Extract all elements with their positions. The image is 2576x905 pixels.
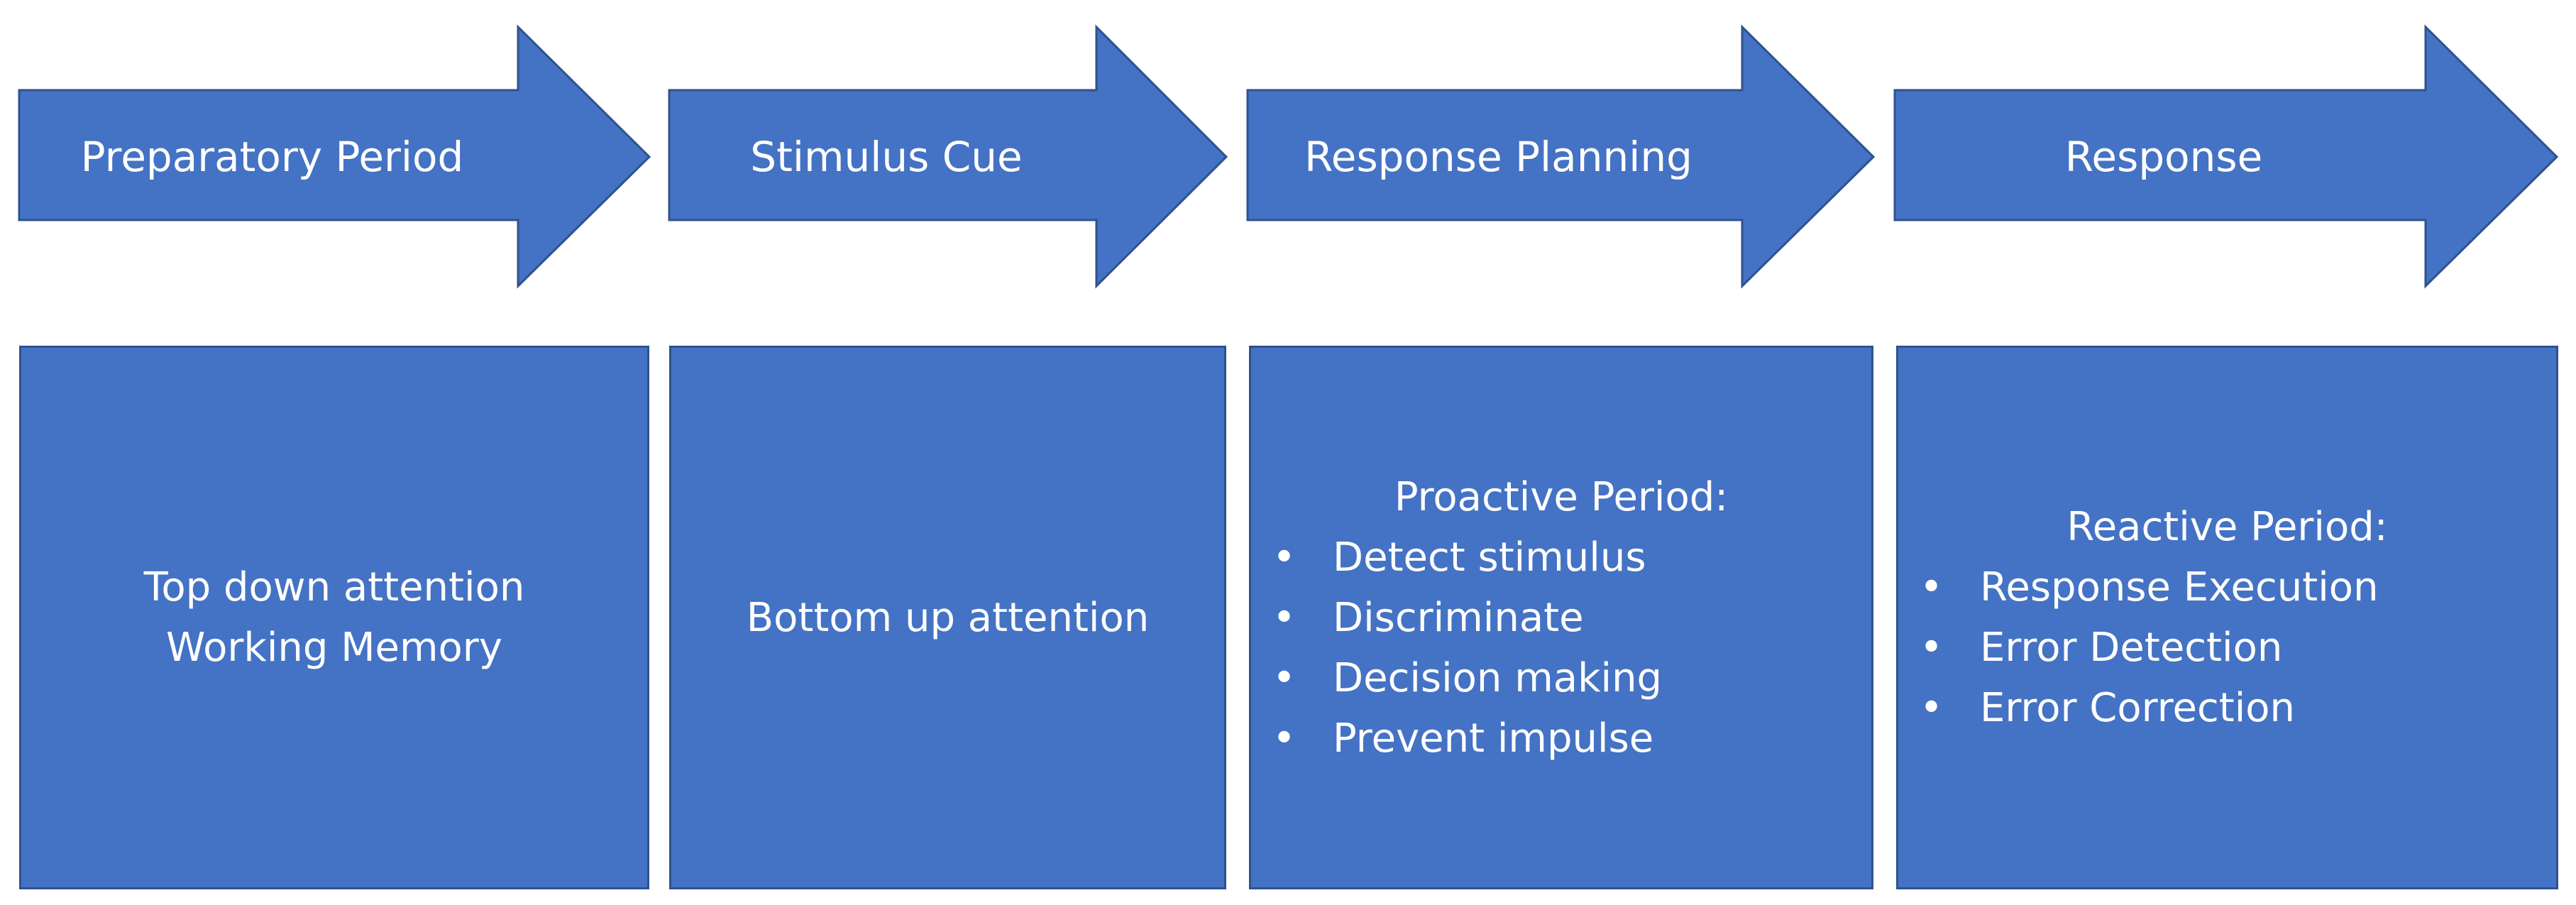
bullet-list: • Detect stimulus • Discriminate • Decision… <box>1251 527 1871 769</box>
bullet-item: • Prevent impulse <box>1251 708 1871 769</box>
arrow-shape <box>668 24 1228 289</box>
bullet-text: Error Detection <box>1980 625 2283 671</box>
box-line: Working Memory <box>166 625 502 671</box>
bullet-item: • Detect stimulus <box>1251 527 1871 588</box>
bullet-item: • Decision making <box>1251 648 1871 708</box>
bullet-text: Error Correction <box>1980 685 2296 731</box>
arrow-label: Response Planning <box>1304 133 1692 181</box>
box-stimulus-cue: Bottom up attention <box>669 346 1226 889</box>
bullet-text: Prevent impulse <box>1333 715 1654 762</box>
box-line: Top down attention <box>143 564 525 610</box>
bullet-icon: • <box>1920 564 1944 610</box>
arrow-label: Response <box>2065 133 2263 181</box>
bullet-item: • Response Execution <box>1898 557 2556 618</box>
arrow-shape <box>18 24 651 289</box>
arrow-shape <box>1893 24 2559 289</box>
bullet-icon: • <box>1920 625 1944 671</box>
arrow-shape <box>1246 24 1876 289</box>
bullet-icon: • <box>1272 594 1297 641</box>
bullet-item: • Discriminate <box>1251 588 1871 648</box>
stage-arrow-stimulus-cue: Stimulus Cue <box>668 24 1228 289</box>
bullet-item: • Error Correction <box>1898 678 2556 738</box>
stage-arrow-response: Response <box>1893 24 2559 289</box>
bullet-text: Response Execution <box>1980 564 2379 610</box>
bullet-list: • Response Execution • Error Detection • Er… <box>1898 557 2556 738</box>
bullet-icon: • <box>1272 715 1297 762</box>
bullet-text: Decision making <box>1333 654 1663 701</box>
arrow-label: Preparatory Period <box>81 133 464 181</box>
stage-arrows: Preparatory Period Stimulus Cue Response P… <box>18 24 2559 289</box>
bullet-text: Discriminate <box>1333 594 1584 641</box>
bullet-text: Detect stimulus <box>1333 534 1646 581</box>
stage-arrow-preparatory-period: Preparatory Period <box>18 24 651 289</box>
box-heading: Proactive Period: <box>1394 473 1729 520</box>
arrow-label: Stimulus Cue <box>750 133 1022 181</box>
bullet-icon: • <box>1272 654 1297 701</box>
box-line: Bottom up attention <box>746 594 1150 641</box>
stage-arrow-response-planning: Response Planning <box>1246 24 1876 289</box>
box-response-planning: Proactive Period: • Detect stimulus • Disc… <box>1249 346 1873 889</box>
bullet-item: • Error Detection <box>1898 618 2556 678</box>
bullet-icon: • <box>1272 534 1297 581</box>
box-preparatory-period: Top down attention Working Memory <box>19 346 649 889</box>
box-response: Reactive Period: • Response Execution • Er… <box>1896 346 2558 889</box>
box-heading: Reactive Period: <box>2066 504 2388 550</box>
bullet-icon: • <box>1920 685 1944 731</box>
